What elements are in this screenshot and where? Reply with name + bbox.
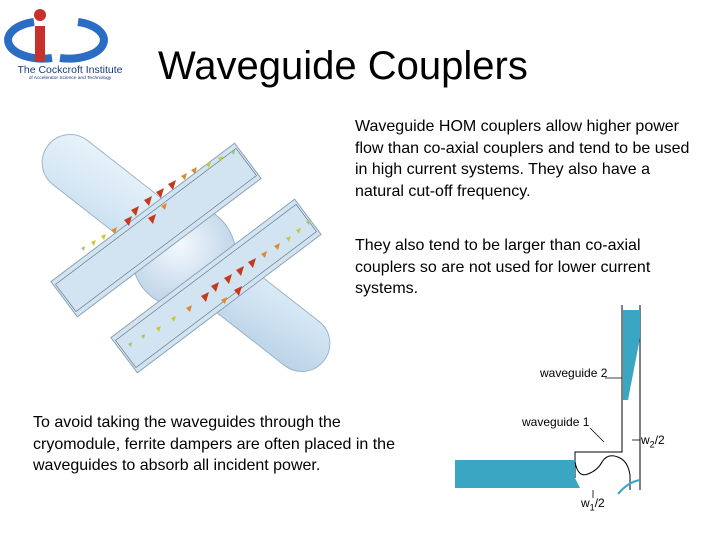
- logo-name: The Cockcroft Institute: [17, 64, 123, 76]
- cockcroft-institute-logo: [4, 9, 108, 63]
- waveguide-1-pointer: [589, 427, 605, 443]
- slide-title: Waveguide Couplers: [158, 44, 528, 88]
- logo-left-arc: [4, 18, 53, 63]
- w2-half-label: w2/2: [641, 433, 665, 450]
- outline-left: [574, 305, 623, 478]
- logo-dot: [34, 9, 46, 21]
- coupler-profile: [574, 455, 631, 490]
- bottom-arc: [617, 479, 641, 495]
- paragraph-size: They also tend to be larger than co-axia…: [355, 237, 651, 297]
- waveguide-upper: [50, 142, 262, 318]
- w1-half-label: w1/2: [581, 496, 605, 513]
- paragraph-waveguide-hom: Waveguide HOM couplers allow higher powe…: [355, 118, 690, 200]
- logo-subtitle: of Accelerator Science and Technology: [28, 76, 112, 81]
- logo-right-arc: [59, 18, 108, 63]
- waveguide-1-fill: [455, 460, 580, 488]
- waveguide-1-label: waveguide 1: [522, 415, 590, 429]
- waveguide-2-fill: [623, 310, 640, 400]
- logo-stem: [35, 26, 45, 62]
- field-vectors: [81, 150, 310, 347]
- waveguide-cross-section-diagram: [455, 305, 641, 498]
- waveguide-2-label: waveguide 2: [540, 366, 608, 380]
- paragraph-ferrite-dampers: To avoid taking the waveguides through t…: [33, 414, 395, 474]
- coupler-3d-render: [41, 133, 331, 374]
